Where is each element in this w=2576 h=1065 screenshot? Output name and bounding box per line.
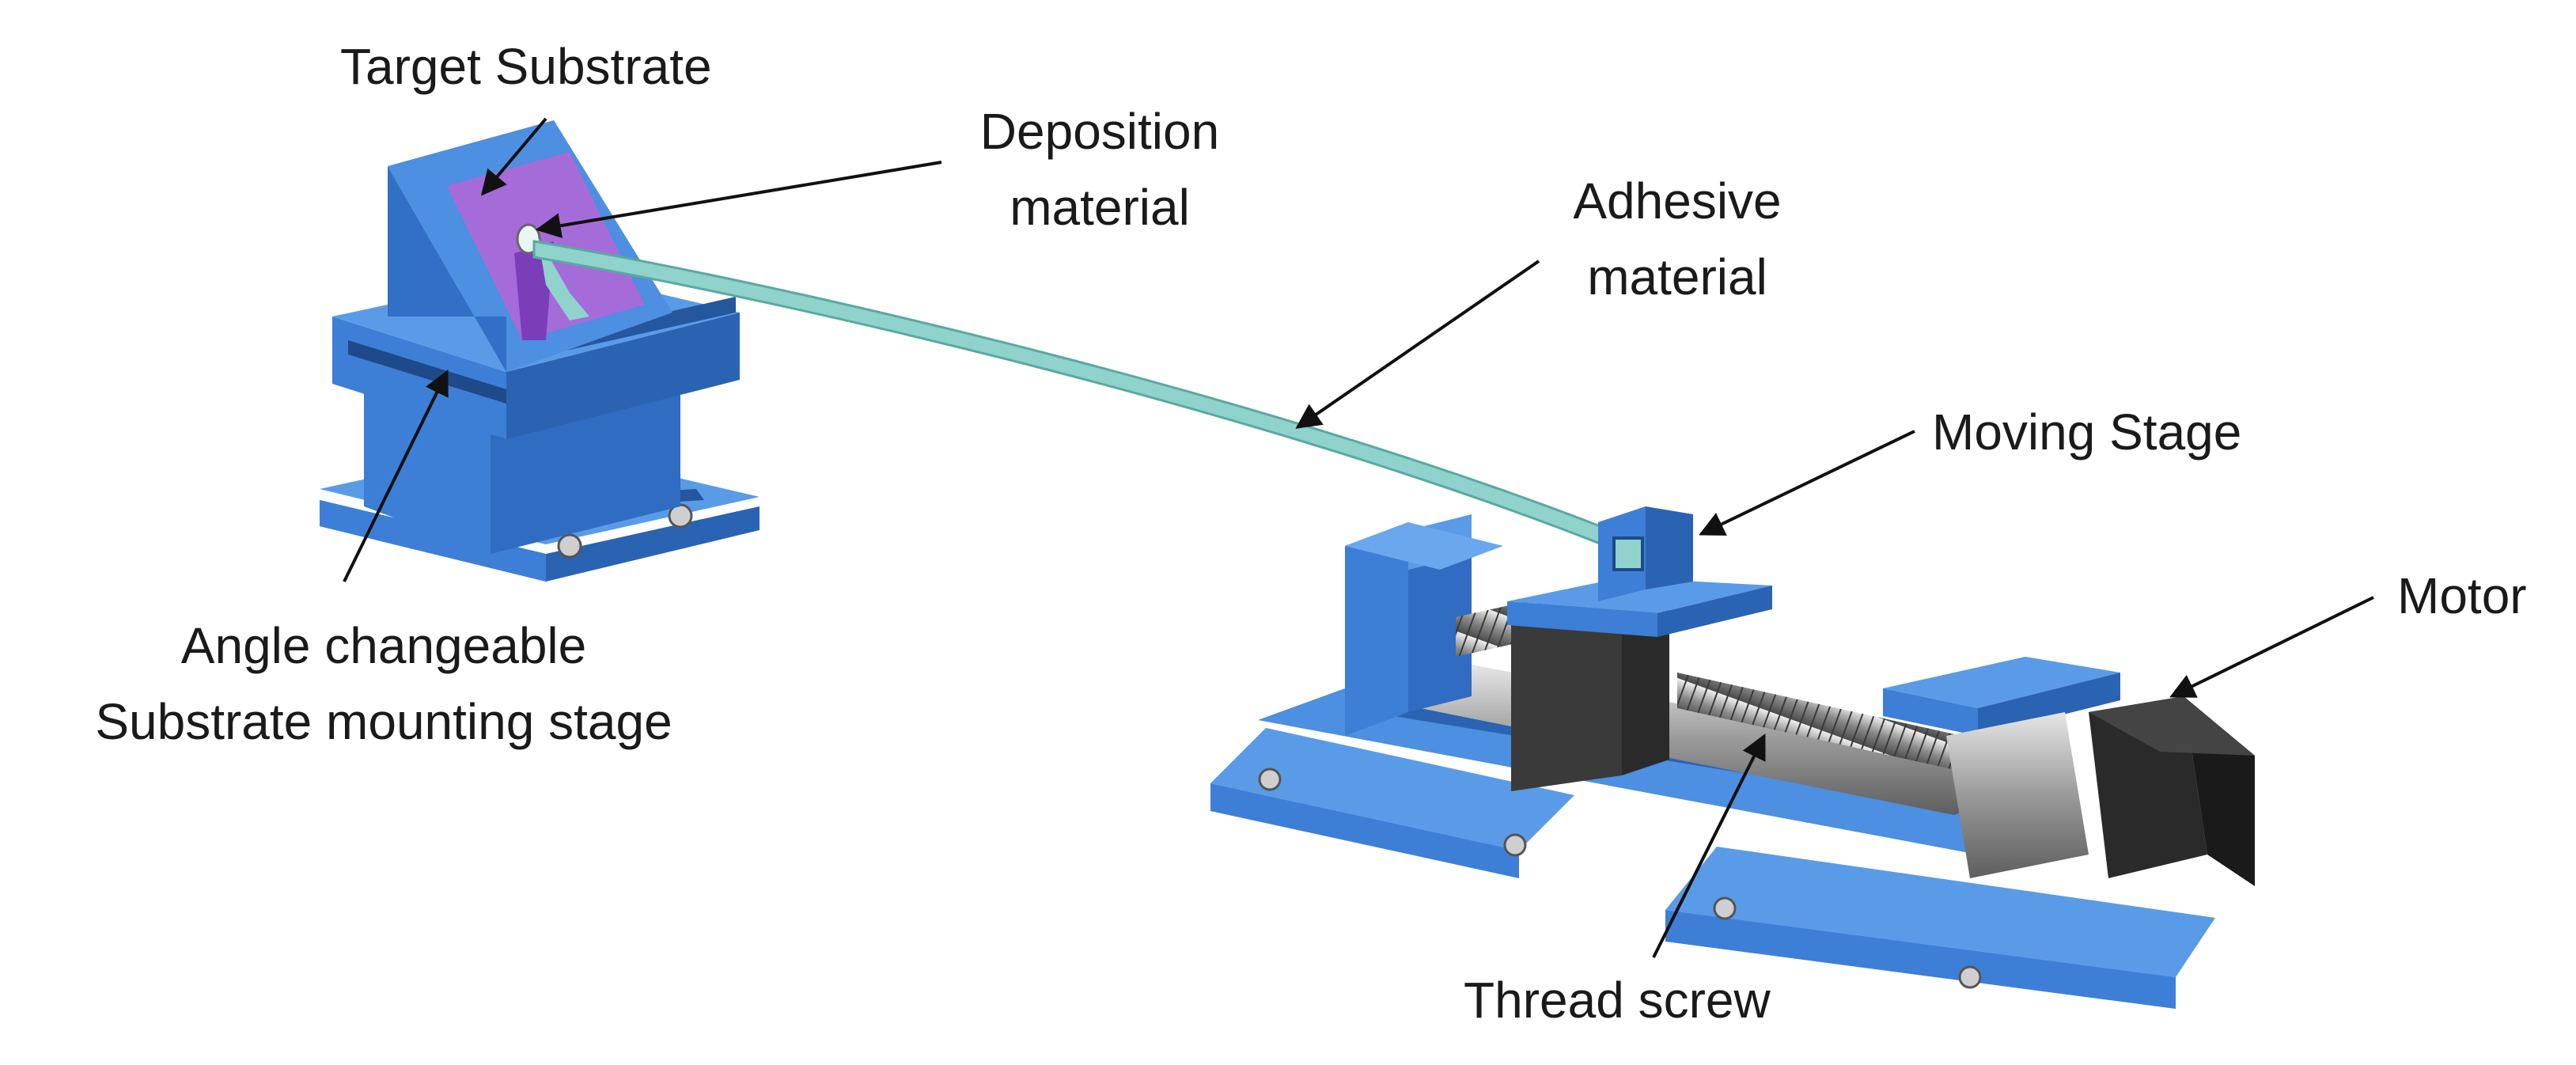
target-substrate-label: Target Substrate [340, 28, 712, 104]
bolt-icon [1503, 833, 1527, 857]
target-substrate-text: Target Substrate [340, 38, 712, 95]
angle-line2: Substrate mounting stage [95, 693, 672, 750]
adhesive-line1: Adhesive [1573, 172, 1782, 229]
angle-stage-arrow [343, 370, 449, 582]
motor-text: Motor [2397, 567, 2527, 624]
moving-stage-label: Moving Stage [1932, 394, 2241, 470]
linear-stage [1210, 506, 2255, 1009]
thread-screw-text: Thread screw [1464, 972, 1771, 1029]
moving-stage-arrow [1699, 430, 1915, 536]
bolt-icon [1258, 767, 1282, 791]
adhesive-arrow [1295, 260, 1540, 429]
deposition-line1: Deposition [979, 103, 1220, 160]
deposition-arrow [535, 161, 942, 239]
thread-screw [1677, 673, 1962, 771]
motor-label: Motor [2397, 558, 2527, 634]
bolt-icon [557, 533, 582, 559]
deposition-material-label: Deposition material [949, 93, 1250, 245]
thread-screw-label: Thread screw [1464, 962, 1771, 1038]
leader-lines [343, 117, 2374, 958]
deposition-line2: material [1010, 179, 1190, 236]
angle-line1: Angle changeable [180, 617, 587, 674]
motor-arrow [2169, 596, 2374, 698]
angle-stage-label: Angle changeable Substrate mounting stag… [40, 608, 728, 760]
adhesive-line2: material [1587, 248, 1767, 305]
target-substrate-arrow [480, 117, 547, 196]
moving-stage-text: Moving Stage [1932, 404, 2242, 460]
adhesive-material-label: Adhesive material [1547, 163, 1808, 315]
bolt-icon [1713, 896, 1737, 920]
thread-screw-arrow [1652, 733, 1766, 958]
substrate-mounting-stage [320, 120, 760, 582]
bolt-icon [1958, 965, 1982, 989]
